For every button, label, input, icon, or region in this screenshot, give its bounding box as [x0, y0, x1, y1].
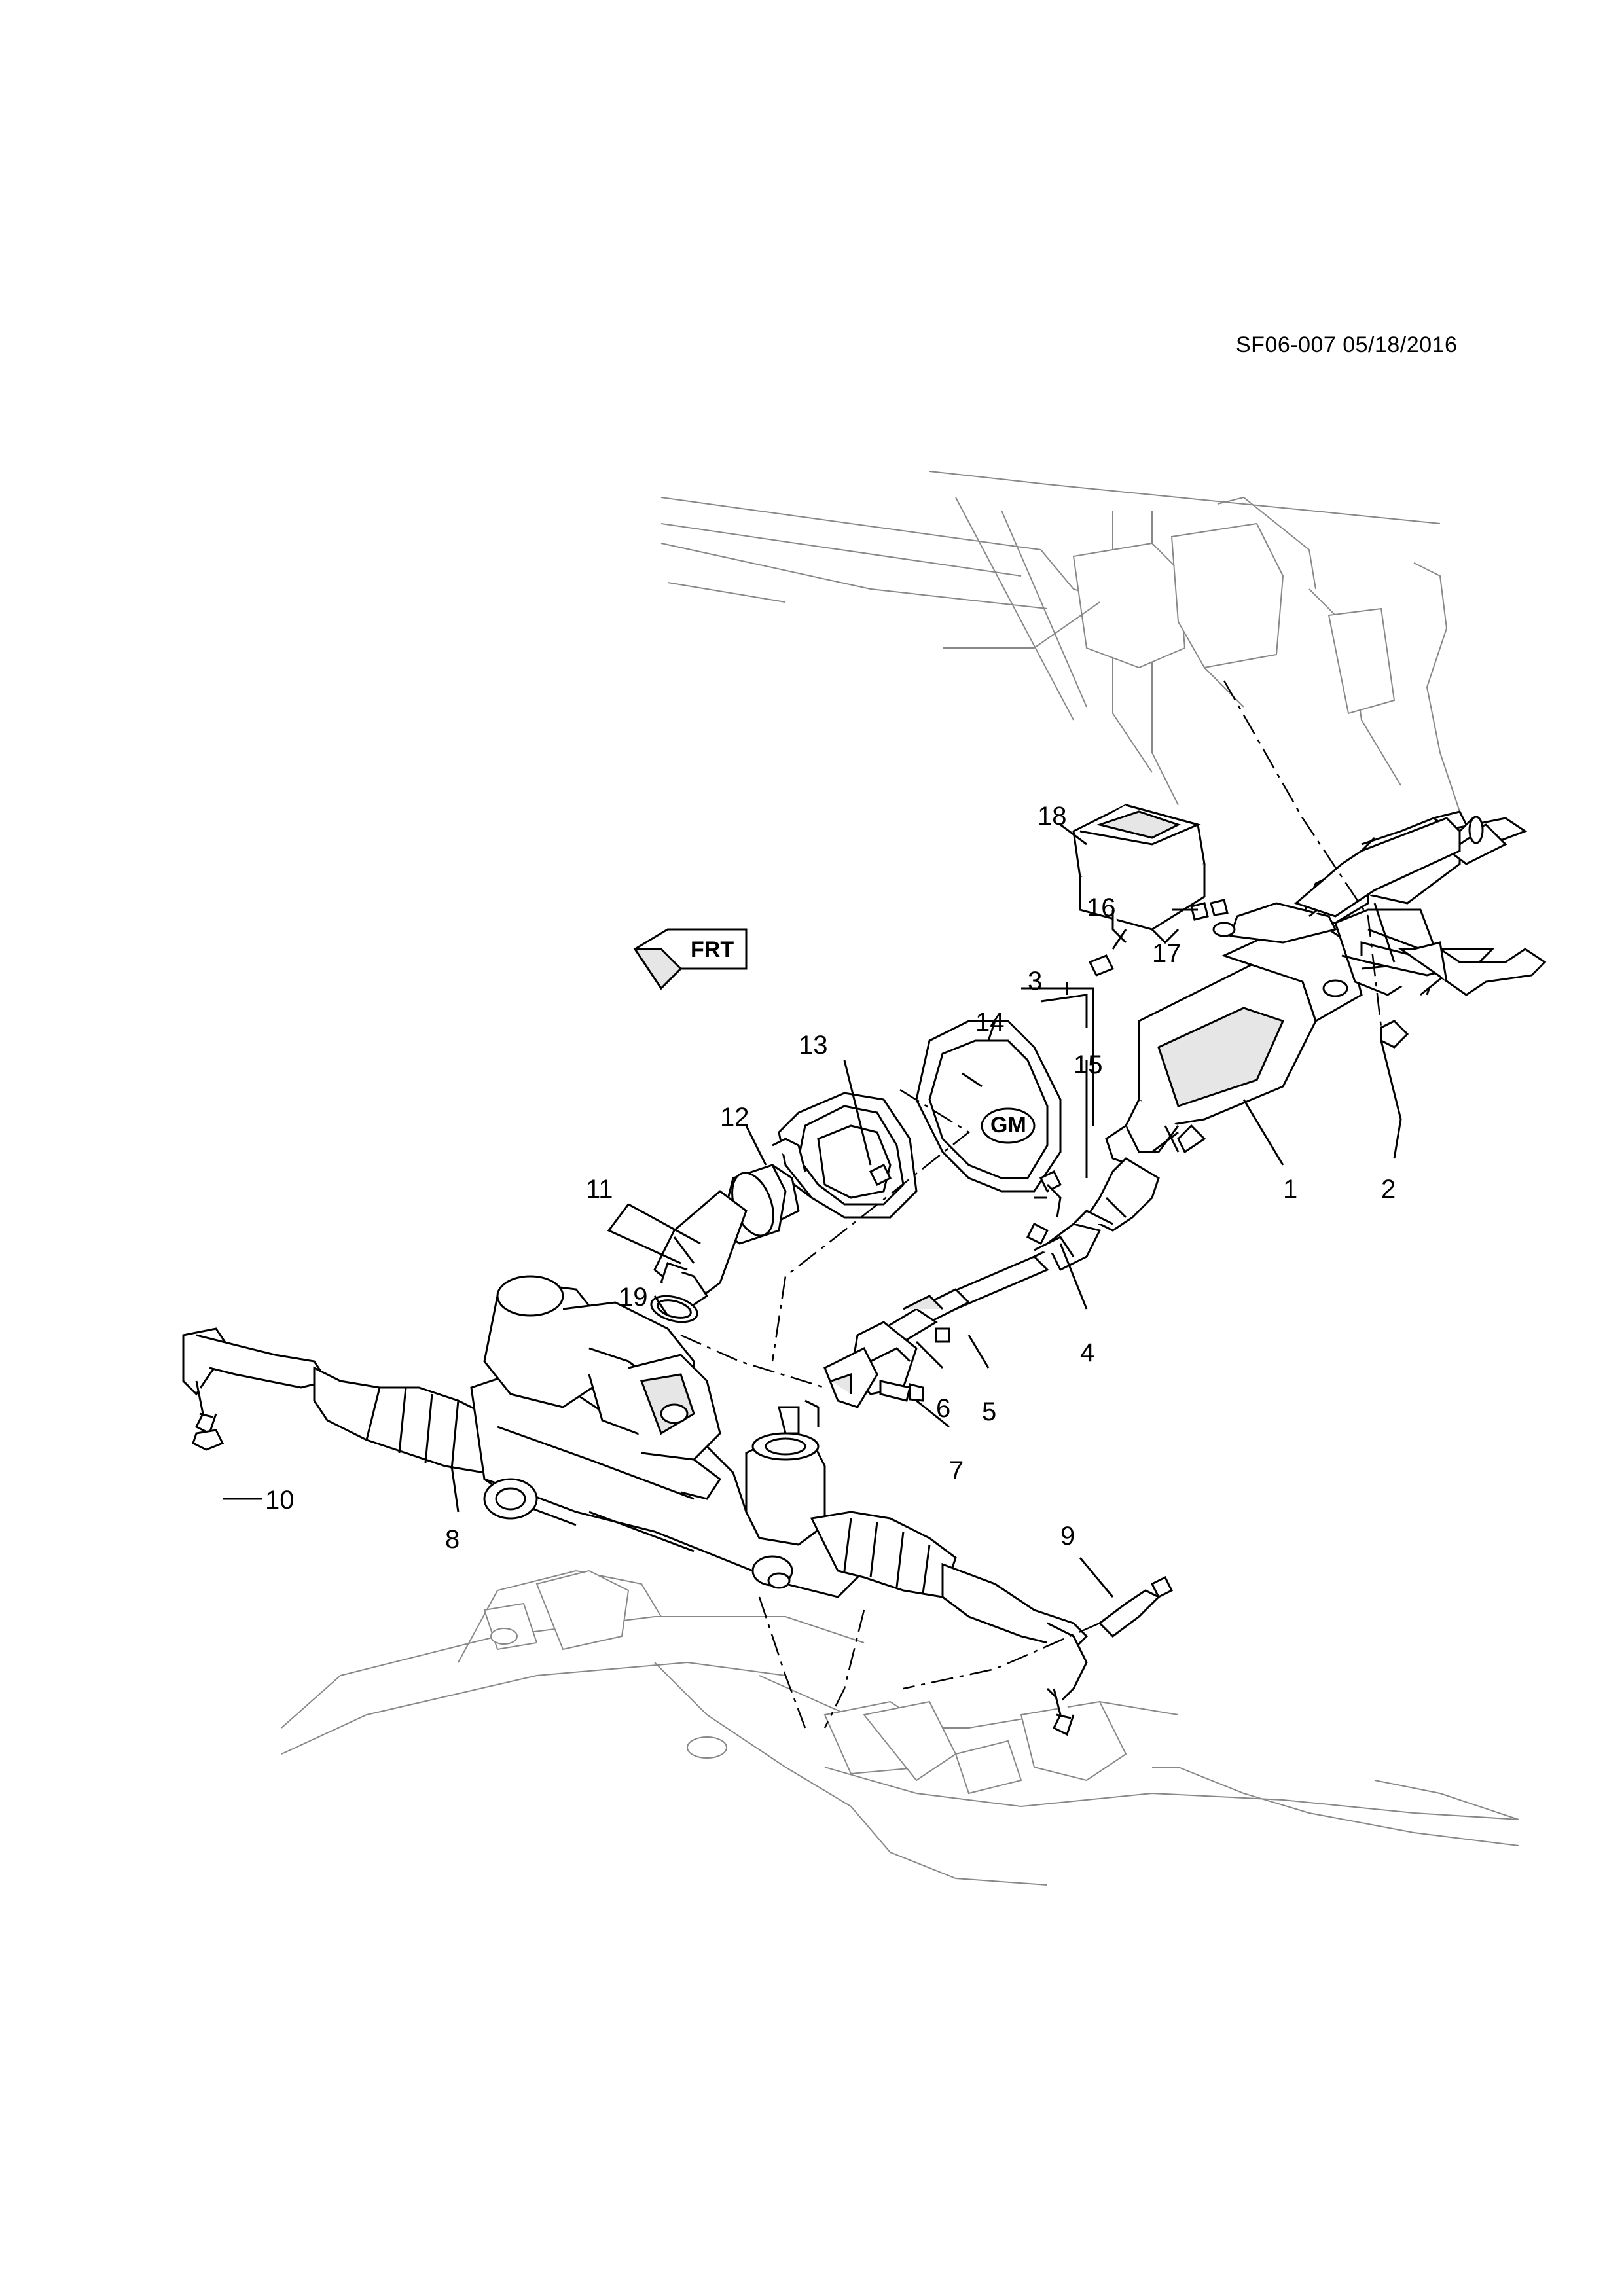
callout-8: 8: [445, 1525, 460, 1554]
assembly-lines: [680, 680, 1382, 1729]
callout-11: 11: [586, 1175, 613, 1204]
document-code: SF06-007 05/18/2016: [1236, 332, 1458, 357]
callout-14: 14: [975, 1008, 1005, 1037]
callout-3: 3: [1028, 967, 1042, 996]
fasteners: [192, 899, 1409, 1638]
callout-labels: 1 2 3 4 5 6 7 8 9 10 11 12 13 14 15 16 1…: [265, 802, 1396, 1554]
instrument-panel-frame: [660, 471, 1460, 812]
callout-13: 13: [799, 1031, 828, 1060]
callout-7: 7: [949, 1456, 964, 1485]
callout-10: 10: [265, 1486, 295, 1515]
column-jacket: [1294, 816, 1484, 918]
boot-tube: [650, 1164, 787, 1323]
control-module: [1072, 804, 1206, 944]
cradle-structure: [281, 1570, 1519, 1886]
callout-1: 1: [1283, 1175, 1297, 1204]
callout-4: 4: [1080, 1338, 1094, 1367]
dust-seal: GM: [915, 1020, 1062, 1193]
callout-16: 16: [1087, 893, 1116, 922]
steering-boot: [772, 1092, 918, 1225]
callout-17: 17: [1152, 939, 1182, 968]
steering-gear: [182, 1275, 1089, 1736]
callout-9: 9: [1060, 1522, 1075, 1551]
leader-lines: [223, 823, 1402, 1598]
callout-5: 5: [982, 1397, 996, 1426]
frt-arrow-icon: FRT: [633, 928, 748, 990]
svg-text:GM: GM: [990, 1113, 1026, 1138]
lower-joint: [823, 1321, 918, 1408]
callout-15: 15: [1074, 1050, 1103, 1079]
callout-6: 6: [936, 1394, 950, 1423]
callout-12: 12: [720, 1103, 749, 1132]
callout-2: 2: [1381, 1175, 1396, 1204]
frt-label: FRT: [691, 937, 734, 962]
callout-18: 18: [1038, 802, 1067, 831]
callout-19: 19: [619, 1283, 648, 1312]
